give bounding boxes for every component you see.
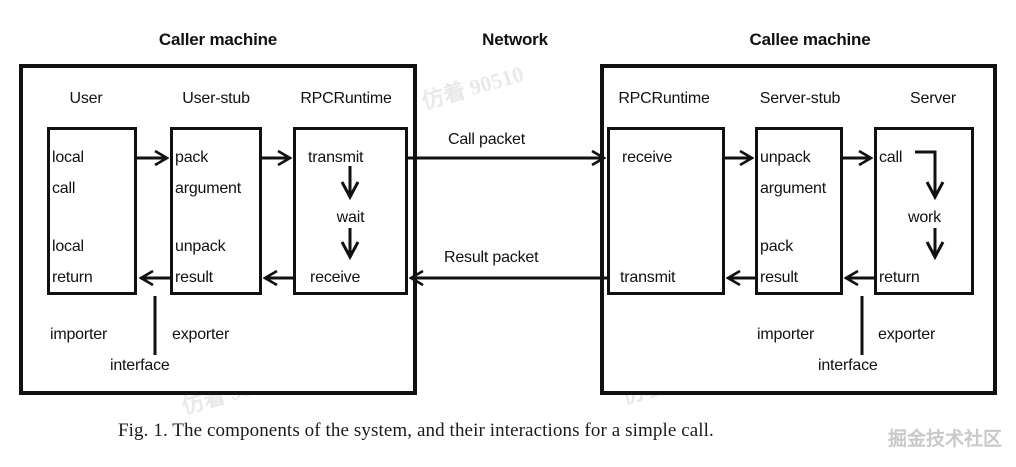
- caller-user-box: [47, 127, 137, 295]
- callee-exporter-label: exporter: [878, 326, 936, 343]
- caller-user-line3: local: [52, 238, 84, 255]
- result-packet-label: Result packet: [444, 249, 539, 266]
- caller-user-stub-line1: pack: [175, 149, 208, 166]
- callee-column-server: Server: [910, 90, 956, 107]
- caller-user-line4: return: [52, 269, 93, 286]
- network-title: Network: [482, 30, 548, 49]
- callee-server-stub-box: [755, 127, 843, 295]
- caller-column-user: User: [69, 90, 103, 107]
- corner-watermark: 掘金技术社区: [888, 428, 1003, 450]
- watermark-tile: 仿着 90510: [418, 61, 527, 114]
- caller-user-stub-line4: result: [175, 269, 213, 286]
- callee-importer-label: importer: [757, 326, 815, 343]
- callee-server-stub-line3: pack: [760, 238, 793, 255]
- caller-exporter-label: exporter: [172, 326, 230, 343]
- callee-machine-title: Callee machine: [749, 30, 871, 49]
- caller-rpcruntime-line2: wait: [336, 209, 365, 226]
- caller-user-stub-line3: unpack: [175, 238, 226, 255]
- callee-column-rpcruntime: RPCRuntime: [618, 90, 710, 107]
- caller-machine-title: Caller machine: [158, 30, 278, 49]
- callee-rpcruntime-box: [607, 127, 725, 295]
- caller-user-line2: call: [52, 180, 76, 197]
- callee-server-stub-line2: argument: [760, 180, 826, 197]
- caller-column-user-stub: User-stub: [182, 90, 250, 107]
- caller-rpcruntime-line1: transmit: [308, 149, 364, 166]
- call-packet-label: Call packet: [448, 131, 525, 148]
- figure-caption: Fig. 1. The components of the system, an…: [118, 420, 714, 441]
- callee-column-server-stub: Server-stub: [759, 90, 841, 107]
- callee-server-line3: return: [879, 269, 920, 286]
- callee-server-stub-line4: result: [760, 269, 798, 286]
- callee-interface-label: interface: [818, 357, 878, 374]
- callee-rpcruntime-line2: transmit: [620, 269, 676, 286]
- caller-user-stub-line2: argument: [175, 180, 241, 197]
- callee-server-stub-line1: unpack: [760, 149, 811, 166]
- callee-server-line2: work: [908, 209, 941, 226]
- callee-rpcruntime-line1: receive: [622, 149, 673, 166]
- caller-user-stub-box: [170, 127, 262, 295]
- caller-rpcruntime-box: [293, 127, 408, 295]
- caller-rpcruntime-line3: receive: [310, 269, 361, 286]
- callee-server-line1: call: [879, 149, 903, 166]
- caller-column-rpcruntime: RPCRuntime: [300, 90, 392, 107]
- caller-user-line1: local: [52, 149, 84, 166]
- caller-interface-label: interface: [110, 357, 170, 374]
- caller-importer-label: importer: [50, 326, 108, 343]
